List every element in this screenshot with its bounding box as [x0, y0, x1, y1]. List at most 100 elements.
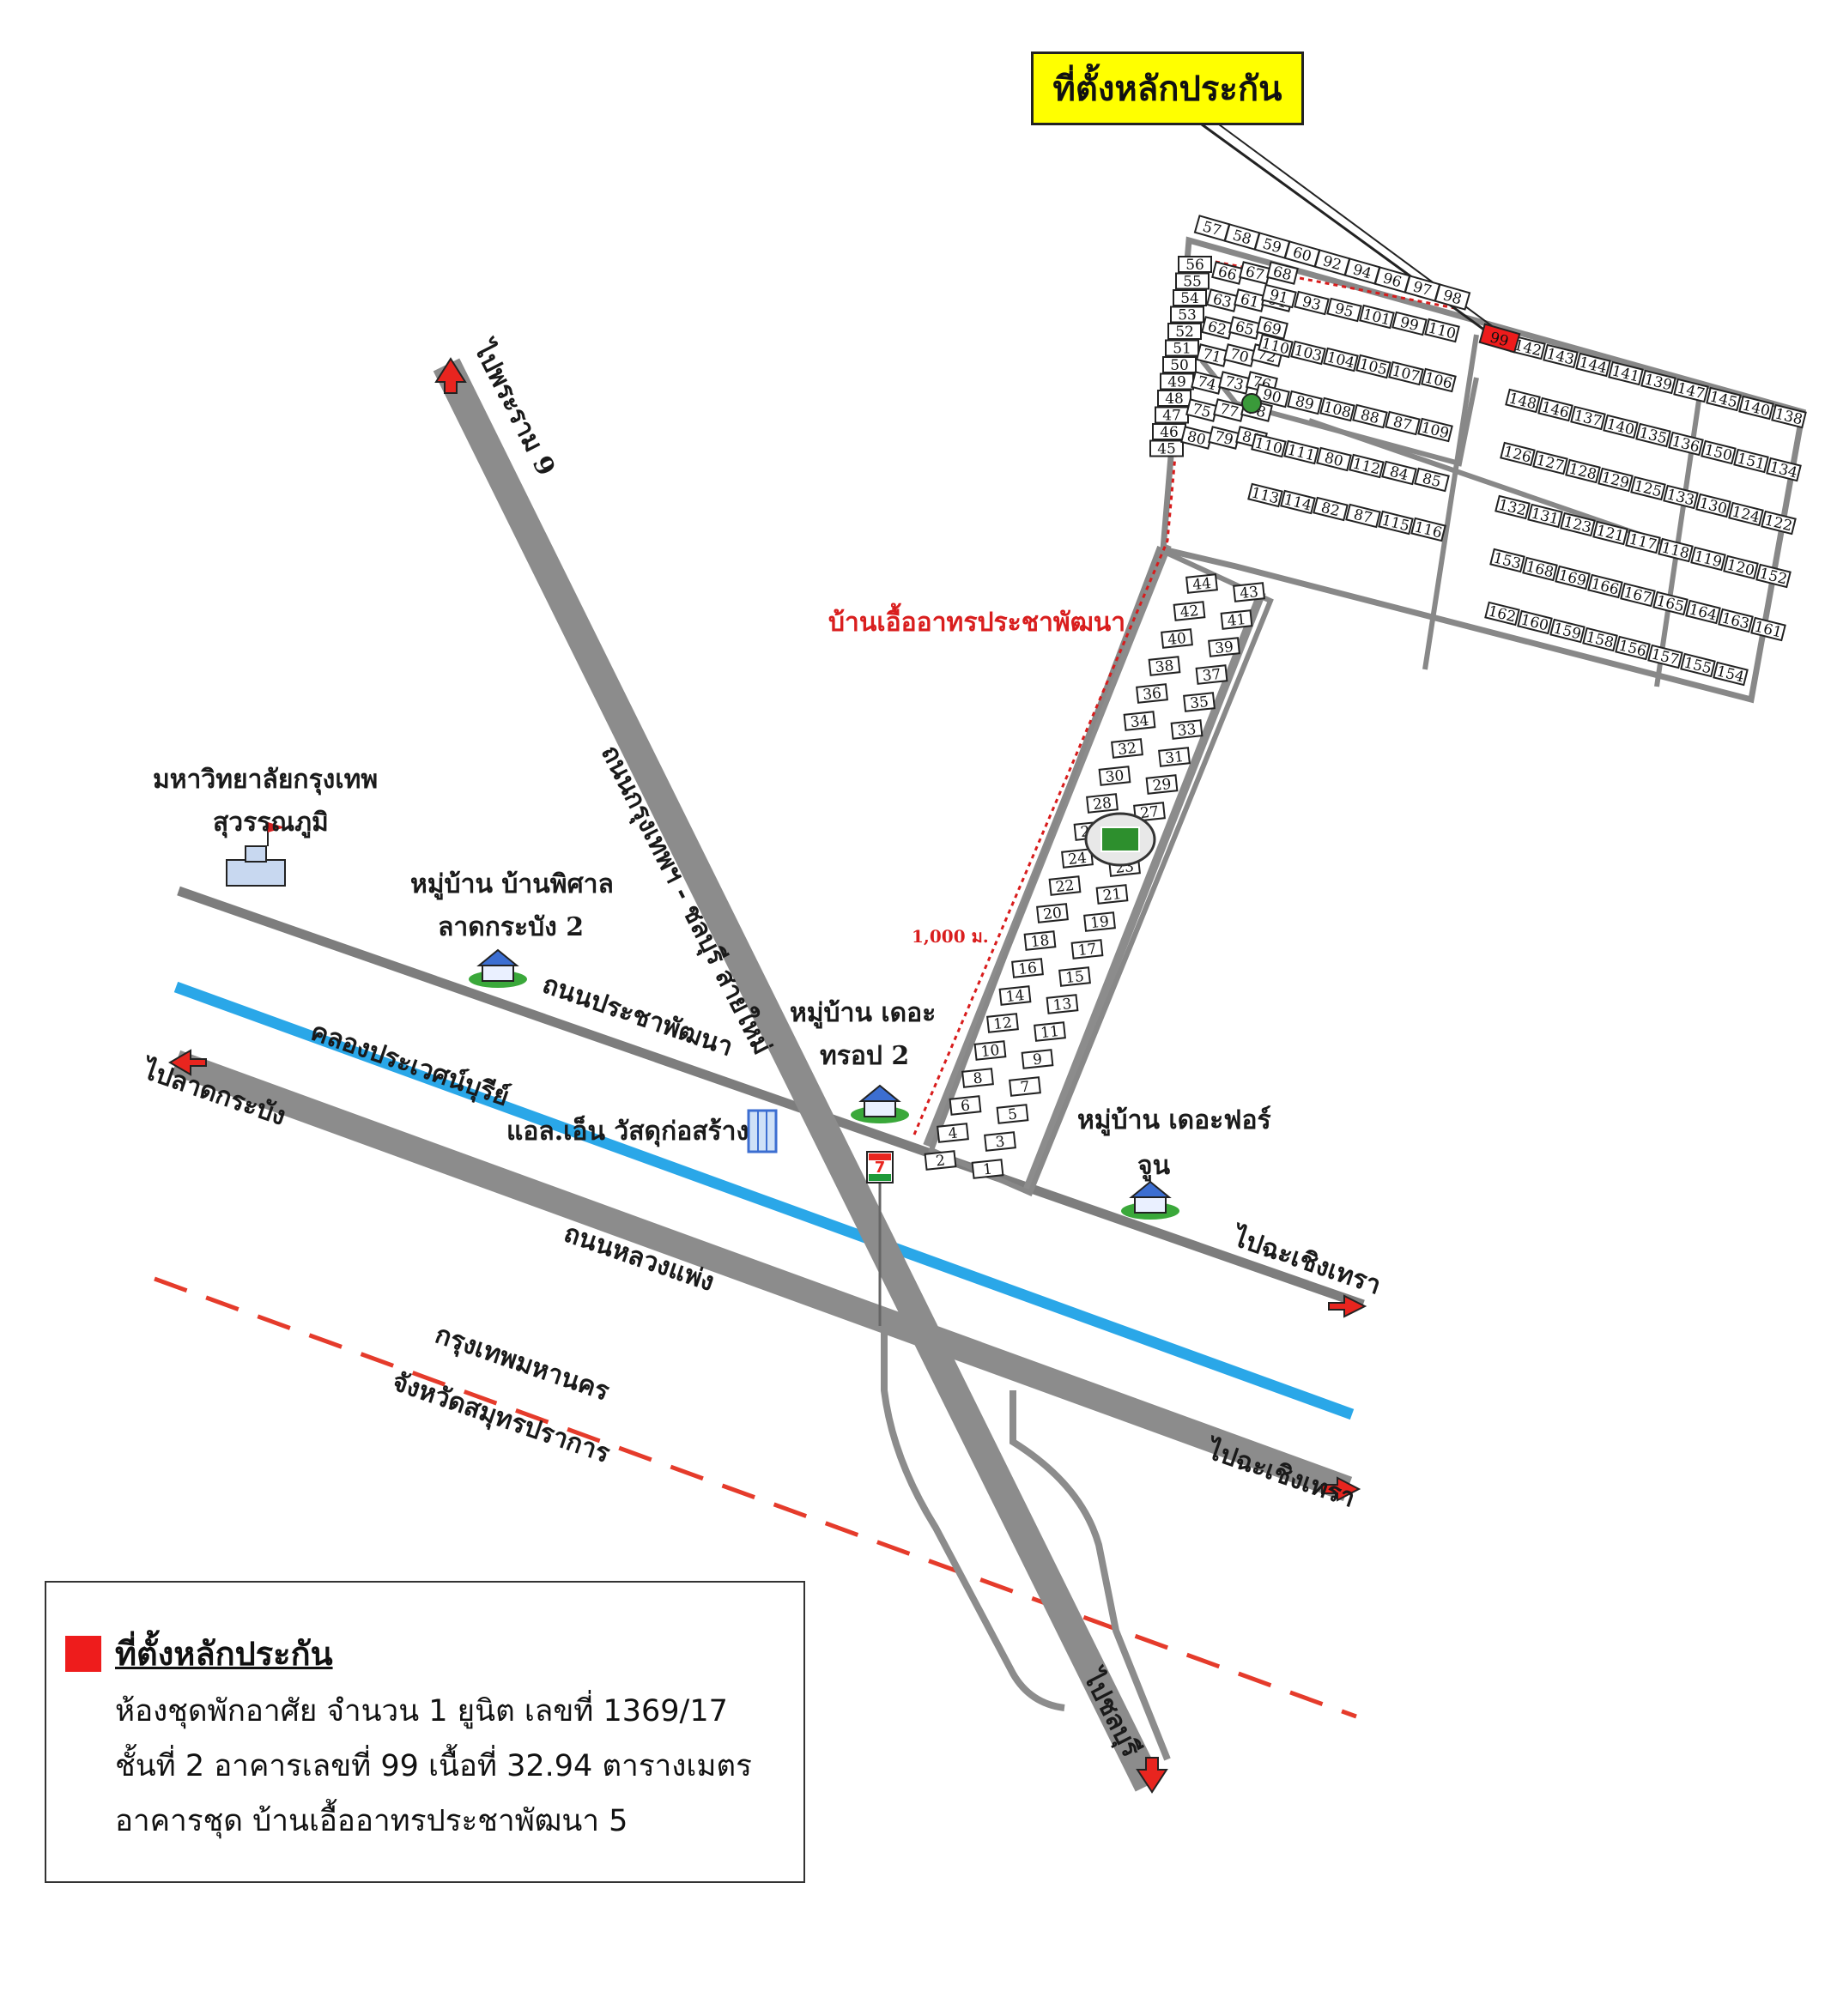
lot-number: 151 [1736, 450, 1767, 473]
lot: 127 [1532, 450, 1568, 475]
lot-number: 146 [1540, 398, 1571, 421]
lot: 120 [1723, 554, 1759, 580]
lot-number: 116 [1413, 518, 1444, 542]
lot: 104 [1323, 347, 1359, 372]
lot: 45 [1149, 439, 1184, 458]
project-inner-road-3 [1422, 334, 1479, 670]
lot: 122 [1761, 510, 1797, 536]
lot: 43 [1233, 582, 1265, 602]
lot: 146 [1537, 397, 1573, 422]
lot: 18 [1023, 930, 1057, 951]
road-luang-phaeng [171, 1050, 1353, 1502]
lot-number: 108 [1322, 398, 1353, 421]
lot-number: 127 [1535, 451, 1566, 475]
lot: 9 [1021, 1049, 1054, 1069]
lot: 48 [1157, 390, 1191, 408]
lot: 169 [1555, 565, 1591, 590]
project-tail-outline [928, 545, 1274, 1196]
lot: 103 [1290, 340, 1326, 366]
lot-number: 32 [1117, 740, 1137, 759]
lot: 95 [1326, 297, 1362, 323]
lot-number: 4 [948, 1124, 959, 1142]
legend-swatch [65, 1636, 101, 1672]
lot: 30 [1098, 766, 1131, 786]
arrow-to-chachoengsao [1328, 1294, 1367, 1318]
label-village-phisan: หมู่บ้าน บ้านพิศาล [410, 869, 614, 900]
lot-number: 33 [1177, 721, 1197, 740]
lot: 157 [1647, 644, 1683, 669]
lot: 5 [996, 1104, 1029, 1124]
lot-number: 17 [1077, 941, 1098, 960]
arrow-to-chonburi [1136, 1757, 1168, 1794]
lot-number: 153 [1492, 549, 1523, 572]
lot-number: 22 [1055, 877, 1076, 896]
lot: 89 [1287, 390, 1323, 415]
lot-number: 150 [1703, 441, 1734, 464]
lot: 6 [949, 1095, 982, 1116]
lot: 153 [1489, 548, 1525, 573]
legend-title: ที่ตั้งหลักประกัน [115, 1635, 333, 1673]
lot-number: 50 [1170, 357, 1189, 374]
lot: 22 [1048, 875, 1082, 896]
lot-number: 128 [1567, 460, 1598, 483]
lot: 129 [1598, 467, 1634, 493]
lot: 75 [1185, 398, 1218, 422]
lot-number: 110 [1253, 434, 1284, 457]
seven-eleven-icon: 7 [866, 1151, 894, 1184]
lot: 79 [1208, 426, 1240, 450]
house-icon-fortune [1121, 1180, 1179, 1220]
lot-number: 53 [1178, 307, 1197, 324]
lot: 37 [1195, 664, 1228, 685]
arrow-to-chachoengsao-2 [1321, 1476, 1361, 1502]
lot: 3 [984, 1131, 1016, 1152]
lot: 87 [1345, 503, 1381, 529]
lot-number: 1 [982, 1160, 993, 1178]
lot: 115 [1378, 510, 1414, 536]
lot: 85 [1414, 467, 1450, 493]
lot-number: 6 [960, 1097, 971, 1115]
lot: 11 [1034, 1021, 1066, 1042]
lot: 92 [1313, 249, 1351, 276]
lot: 35 [1183, 692, 1216, 712]
lot-number: 16 [1017, 960, 1038, 978]
lot-number: 5 [1007, 1105, 1018, 1123]
label-university: มหาวิทยาลัยกรุงเทพ [153, 765, 378, 796]
lot-number: 35 [1189, 693, 1210, 712]
lot: 119 [1690, 546, 1726, 572]
lot: 36 [1136, 683, 1168, 704]
lot: 162 [1484, 601, 1520, 627]
lot: 46 [1152, 423, 1186, 441]
lot: 108 [1319, 397, 1355, 422]
lot: 56 [1178, 256, 1212, 274]
lot-number: 169 [1557, 566, 1588, 590]
lot: 42 [1173, 601, 1206, 621]
lot-number: 40 [1167, 630, 1187, 649]
lot-number: 133 [1665, 486, 1696, 509]
lot-number: 45 [1157, 441, 1176, 458]
interchange-ramp [881, 1326, 1065, 1711]
lot: 33 [1170, 719, 1203, 740]
lot: 54 [1173, 289, 1207, 307]
lot: 71 [1196, 343, 1228, 367]
lot: 107 [1388, 360, 1424, 386]
lot-number: 122 [1763, 512, 1794, 535]
label-village-fortune: หมู่บ้าน เดอะฟอร์ [1077, 1105, 1271, 1136]
lot: 166 [1587, 573, 1623, 599]
lot: 136 [1668, 431, 1704, 457]
road-prachaphatthana [177, 886, 1365, 1310]
lot: 137 [1570, 405, 1606, 431]
lot-number: 54 [1180, 290, 1199, 307]
lot: 114 [1280, 489, 1316, 515]
lot: 128 [1565, 458, 1601, 484]
lot-number: 49 [1167, 374, 1186, 391]
lot-number: 165 [1655, 592, 1686, 615]
lot-number: 160 [1519, 611, 1550, 634]
collateral-lot[interactable] [1478, 323, 1521, 354]
lot-number: 37 [1202, 666, 1222, 685]
lot-number: 164 [1688, 601, 1719, 624]
lot: 1 [971, 1159, 1004, 1179]
lot: 12 [986, 1013, 1019, 1033]
lot: 16 [1011, 958, 1044, 978]
label-project-name: บ้านเอื้ออาทรประชาพัฒนา [828, 602, 1125, 638]
lot: 60 [1283, 240, 1321, 268]
